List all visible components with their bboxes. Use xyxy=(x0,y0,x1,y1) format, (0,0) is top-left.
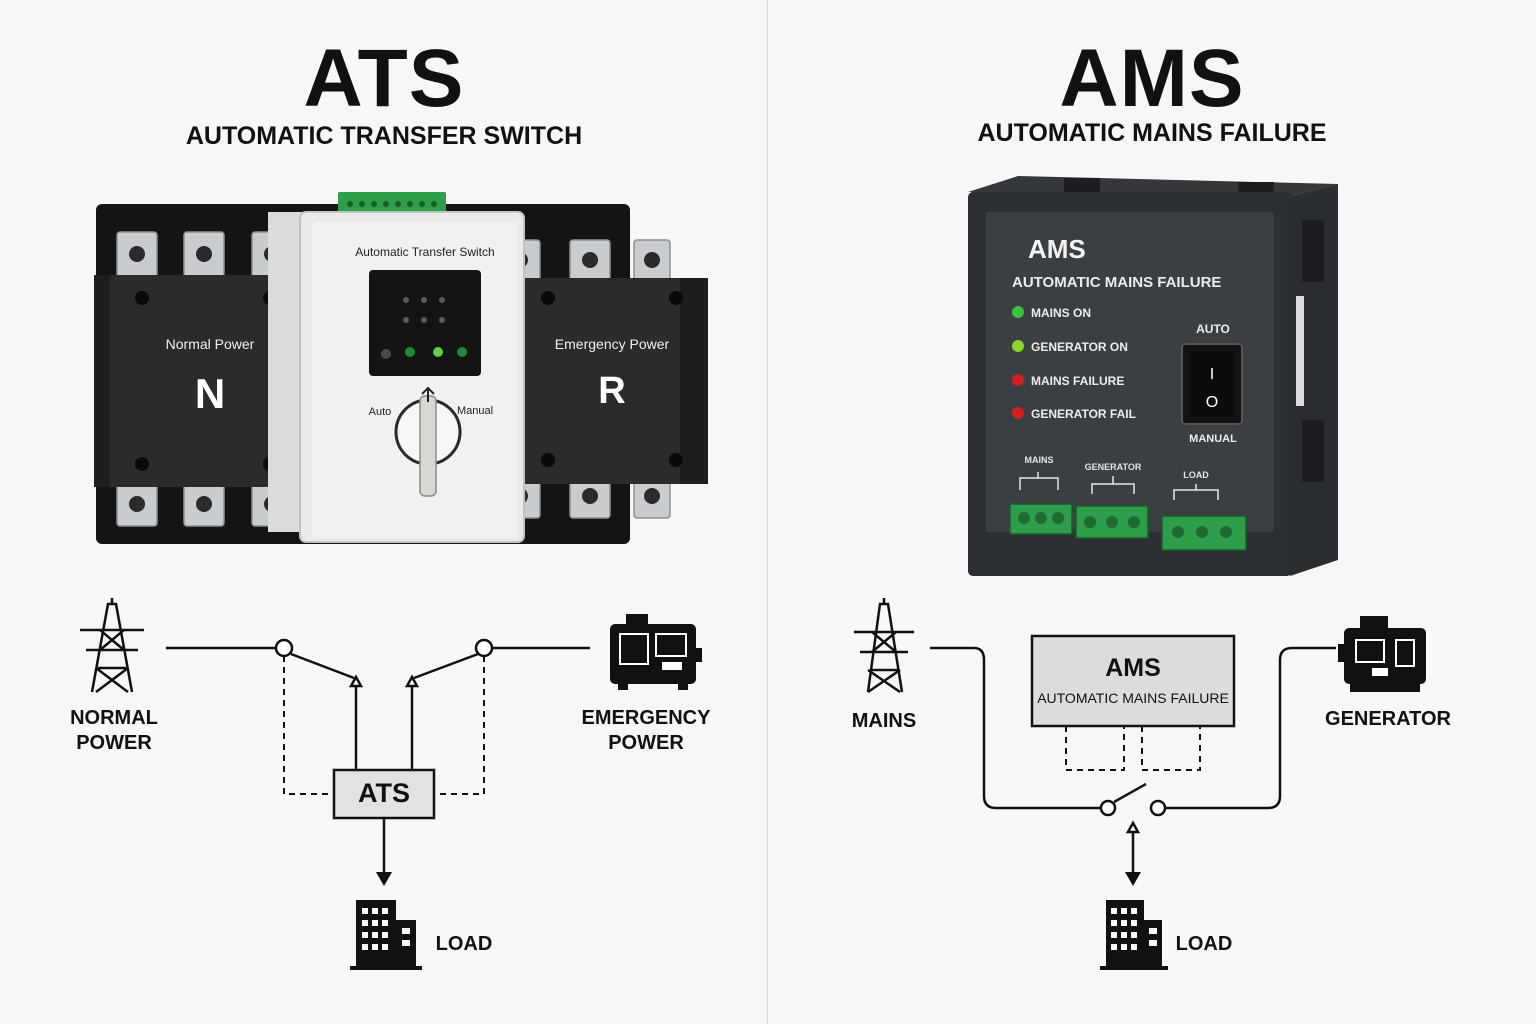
switch-auto-label: AUTO xyxy=(1196,322,1230,336)
ams-device-brand: AMS xyxy=(1028,234,1086,264)
panel-divider xyxy=(767,0,768,1024)
ats-terminal-strip xyxy=(338,192,446,214)
generator-label: GENERATOR xyxy=(1325,708,1451,730)
ats-emergency-letter: R xyxy=(598,370,626,412)
transmission-tower-icon xyxy=(80,598,144,693)
ams-control-lines xyxy=(1065,726,1201,771)
load-arrow xyxy=(376,872,392,886)
indicator-generator-on: GENERATOR ON xyxy=(1031,340,1128,354)
switch-manual-label: MANUAL xyxy=(1189,433,1237,445)
ats-diagram-box xyxy=(332,768,436,820)
ats-control-lines xyxy=(283,656,485,795)
ats-panel: ATS AUTOMATIC TRANSFER SWITCH xyxy=(70,33,711,970)
ats-emergency-power-label: Emergency Power xyxy=(554,336,670,352)
switch-on-symbol: I xyxy=(1209,366,1215,383)
ats-wiring xyxy=(166,646,590,876)
ats-title: ATS xyxy=(303,33,465,124)
ams-face-panel xyxy=(986,212,1274,532)
ats-auto-label: Auto xyxy=(368,406,392,418)
ats-device-top-label: Automatic Transfer Switch xyxy=(355,245,495,259)
indicator-mains-failure: MAINS FAILURE xyxy=(1031,374,1125,388)
mains-label: MAINS xyxy=(851,710,917,732)
ams-wiring xyxy=(930,646,1336,876)
ams-illustration xyxy=(968,176,1338,576)
generator-icon xyxy=(610,614,702,690)
ats-diagram xyxy=(80,598,702,970)
ats-normal-letter: N xyxy=(194,370,226,417)
indicator-led xyxy=(1012,407,1024,419)
switch-off-symbol: O xyxy=(1205,394,1219,411)
ams-panel: AMS AUTOMATIC MAINS FAILURE xyxy=(768,0,1536,1024)
emergency-power-block xyxy=(516,278,696,484)
indicator-mains-on: MAINS ON xyxy=(1031,306,1091,320)
ams-box-title: AMS xyxy=(1105,654,1161,682)
ams-diagram xyxy=(854,598,1426,970)
ats-illustration xyxy=(94,192,708,544)
generator-icon xyxy=(1338,616,1426,692)
ats-subtitle: AUTOMATIC TRANSFER SWITCH xyxy=(185,122,583,150)
ats-display-window xyxy=(369,270,481,376)
ams-device-subtitle: AUTOMATIC MAINS FAILURE xyxy=(1012,274,1222,291)
normal-power-block xyxy=(94,275,310,487)
ams-terminal-symbols xyxy=(1019,472,1219,500)
indicator-led xyxy=(1012,340,1024,352)
ams-load-label: LOAD xyxy=(1175,933,1233,955)
ams-title: AMS xyxy=(1059,33,1245,124)
terminal-label-mains: MAINS xyxy=(1024,455,1054,465)
ats-normal-power-label: Normal Power xyxy=(165,336,255,352)
ats-load-label: LOAD xyxy=(435,933,493,955)
indicator-led xyxy=(1012,306,1024,318)
ams-subtitle: AUTOMATIC MAINS FAILURE xyxy=(977,119,1327,147)
indicator-led xyxy=(1012,374,1024,386)
transmission-tower-icon xyxy=(854,598,914,694)
ats-box-label: ATS xyxy=(358,778,410,808)
terminal-label-load: LOAD xyxy=(1183,470,1209,480)
indicator-generator-fail: GENERATOR FAIL xyxy=(1031,407,1136,421)
ams-diagram-box xyxy=(1030,634,1236,728)
ats-manual-label: Manual xyxy=(456,405,494,417)
terminal-label-generator: GENERATOR xyxy=(1084,462,1142,472)
ats-switch-contacts xyxy=(274,638,494,688)
ams-box-subtitle: AUTOMATIC MAINS FAILURE xyxy=(1037,690,1229,706)
ams-terminal-blocks xyxy=(1009,503,1247,551)
ams-switch-contacts xyxy=(1099,799,1167,834)
load-arrow xyxy=(1125,872,1141,886)
